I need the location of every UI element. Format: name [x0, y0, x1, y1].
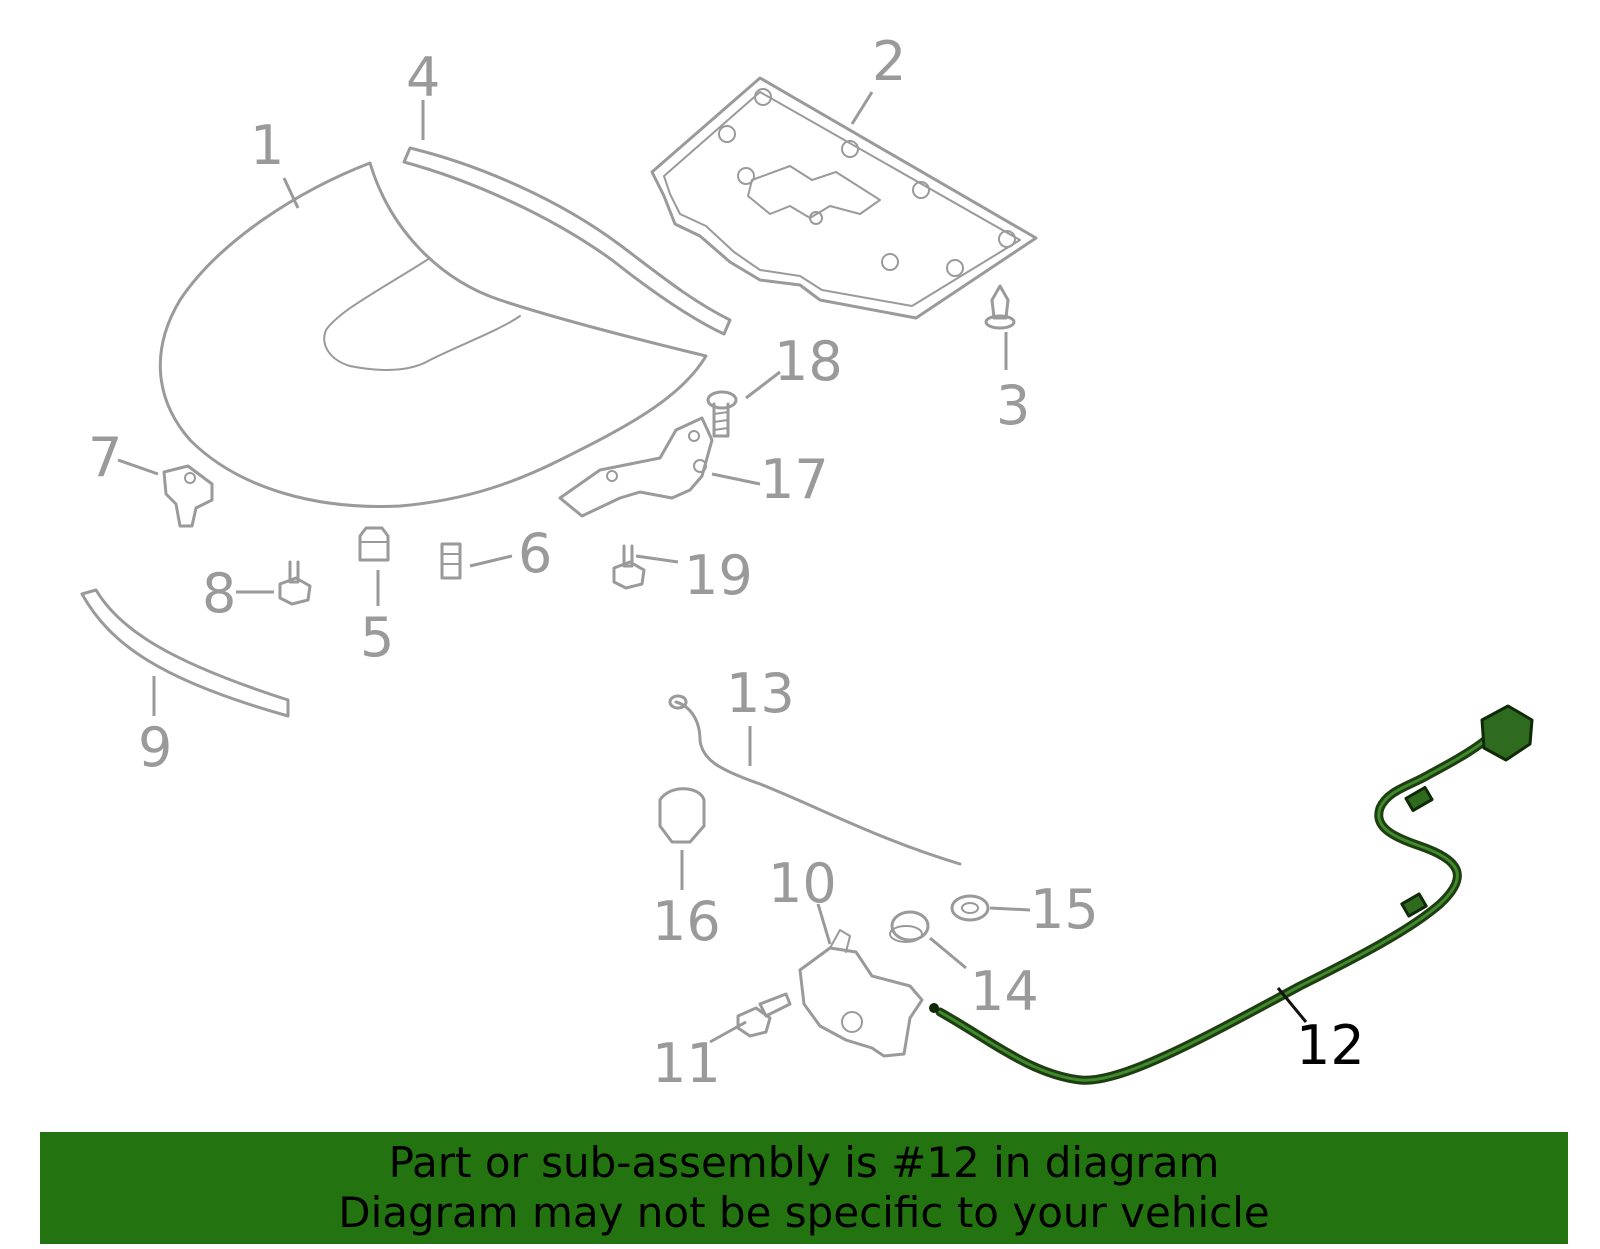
- part-16-clip: [658, 787, 706, 844]
- parts-diagram: 1 2 3 4 5 6 7 8 9 10 11 12 13 14 15 16 1…: [80, 30, 1534, 1095]
- callout-7: 7: [88, 426, 122, 489]
- callout-12: 12: [1296, 1014, 1365, 1077]
- part-6-adjuster: [440, 542, 462, 580]
- callout-3: 3: [996, 374, 1030, 437]
- callout-6: 6: [518, 522, 552, 585]
- part-1-hood: [158, 161, 708, 508]
- part-9-seal: [80, 588, 290, 718]
- part-2-insulator: [650, 76, 1038, 320]
- callout-labels: 1 2 3 4 5 6 7 8 9 10 11 12 13 14 15 16 1…: [88, 30, 1365, 1095]
- callout-14: 14: [970, 960, 1039, 1023]
- part-4-seal: [402, 146, 732, 336]
- callout-18: 18: [774, 330, 843, 393]
- part-18-bolt: [706, 390, 738, 438]
- callout-2: 2: [872, 30, 906, 93]
- info-banner: Part or sub-assembly is #12 in diagram D…: [40, 1132, 1568, 1244]
- callout-13: 13: [726, 662, 795, 725]
- part-8-bolt: [278, 560, 312, 606]
- callout-11: 11: [652, 1032, 721, 1095]
- callout-5: 5: [360, 606, 394, 669]
- callout-16: 16: [652, 890, 721, 953]
- part-12-release-cable: [929, 704, 1534, 1085]
- leader-lines: [117, 91, 1308, 1044]
- callout-4: 4: [406, 46, 440, 109]
- part-17-hinge: [558, 416, 714, 518]
- part-14-grommet: [889, 910, 930, 943]
- callout-9: 9: [138, 716, 172, 779]
- part-3-clip: [984, 284, 1016, 330]
- banner-line-2: Diagram may not be specific to your vehi…: [338, 1188, 1270, 1237]
- callout-8: 8: [202, 562, 236, 625]
- callout-10: 10: [768, 852, 837, 915]
- callout-15: 15: [1030, 878, 1099, 941]
- part-15-grommet: [950, 894, 990, 922]
- part-10-latch: [798, 929, 924, 1058]
- callout-19: 19: [684, 544, 753, 607]
- part-11-bolt: [736, 992, 792, 1038]
- callout-17: 17: [760, 448, 829, 511]
- banner-line-1: Part or sub-assembly is #12 in diagram: [388, 1138, 1220, 1187]
- part-7-stop: [162, 464, 214, 528]
- part-5-bumper: [358, 526, 390, 562]
- callout-1: 1: [250, 114, 284, 177]
- part-19-bolt: [612, 544, 646, 590]
- part-13-rod: [668, 694, 962, 866]
